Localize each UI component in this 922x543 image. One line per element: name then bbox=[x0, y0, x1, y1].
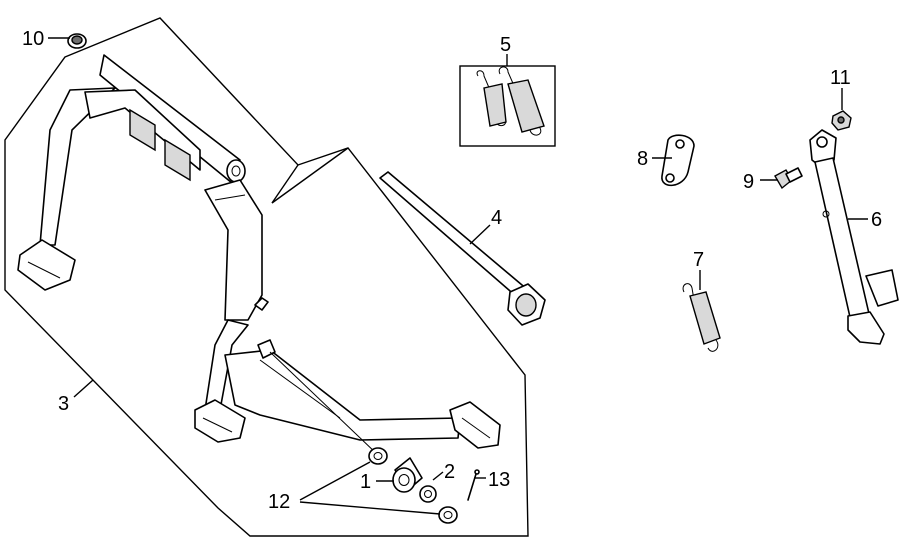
bushing-part bbox=[392, 457, 423, 493]
leader-2 bbox=[432, 471, 444, 481]
washer-lower-part bbox=[438, 506, 458, 524]
callout-8: 8 bbox=[637, 148, 648, 170]
leader-4 bbox=[469, 224, 491, 245]
callout-3: 3 bbox=[58, 393, 69, 415]
flange-nut-part bbox=[67, 33, 87, 49]
callout-2: 2 bbox=[444, 461, 455, 483]
bolt-part bbox=[774, 167, 803, 190]
callout-1: 1 bbox=[360, 471, 371, 493]
callout-12: 12 bbox=[268, 491, 290, 513]
springs-part bbox=[476, 66, 545, 136]
callout-9: 9 bbox=[743, 171, 754, 193]
spring-part bbox=[682, 283, 721, 352]
callout-5: 5 bbox=[500, 34, 511, 56]
shaft-reference-line bbox=[271, 164, 299, 204]
collar-part bbox=[419, 485, 437, 503]
callout-6: 6 bbox=[871, 209, 882, 231]
plate-part bbox=[661, 134, 695, 187]
callout-11: 11 bbox=[830, 67, 851, 89]
assembly-center-line bbox=[269, 351, 379, 456]
springs-group-box bbox=[459, 65, 556, 147]
leader-12b bbox=[299, 501, 441, 515]
main-stand-part bbox=[17, 54, 501, 449]
shaft-reference-line bbox=[271, 147, 349, 204]
callout-10: 10 bbox=[22, 28, 44, 50]
nut-part bbox=[831, 110, 852, 131]
callout-7: 7 bbox=[693, 249, 704, 271]
callout-4: 4 bbox=[491, 207, 502, 229]
callout-13: 13 bbox=[488, 469, 510, 491]
leader-3 bbox=[73, 379, 94, 398]
washer-upper-part bbox=[368, 447, 388, 465]
main-stand-group-outline bbox=[4, 17, 529, 537]
leader-12a bbox=[299, 461, 371, 501]
shaft-part bbox=[379, 171, 546, 326]
side-stand-part bbox=[809, 129, 899, 345]
pin-part bbox=[467, 469, 480, 501]
